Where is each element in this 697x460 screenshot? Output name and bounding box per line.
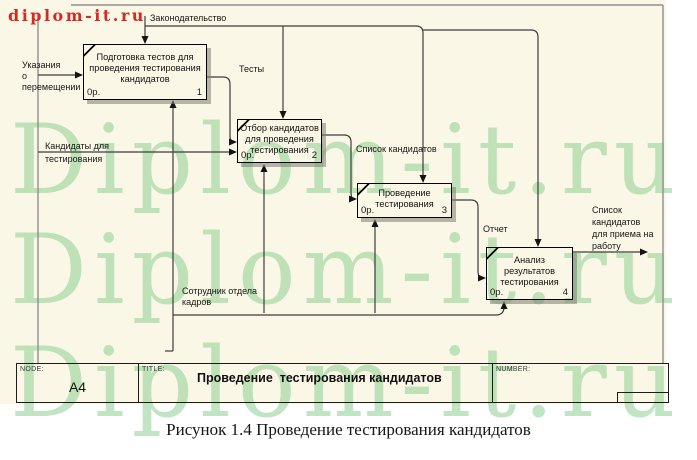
figure-caption: Рисунок 1.4 Проведение тестирования канд… <box>166 420 531 439</box>
output-label: Список кандидатов для приема на работу <box>592 205 654 251</box>
fold-corner-icon <box>486 247 499 260</box>
title-field-label: TITLE: <box>142 366 165 373</box>
activity-number: 3 <box>441 205 447 216</box>
node-title-bar: NODE: A4 TITLE: Проведение тестирования … <box>16 363 669 403</box>
control-trunk-line <box>145 25 424 179</box>
activity-label: Анализ результатов тестирования <box>500 255 559 287</box>
activity-box-3: Проведение тестирования 0р. 3 <box>357 183 452 218</box>
mechanism-label: Сотрудник отдела кадров <box>182 286 258 307</box>
activity-cost: 0р. <box>361 205 375 216</box>
node-cell: NODE: A4 <box>17 364 139 402</box>
flow-testy-label: Тесты <box>239 64 265 74</box>
flow-spisok-line <box>322 134 355 200</box>
title-cell: TITLE: Проведение тестирования кандидато… <box>139 364 493 402</box>
fold-corner-icon <box>83 44 96 57</box>
activity-box-2: Отбор кандидатов для проведения тестиров… <box>237 119 322 163</box>
number-cell: NUMBER: <box>493 364 669 403</box>
activity-label: Отбор кандидатов для проведения тестиров… <box>240 123 319 155</box>
sheet-border <box>37 4 664 363</box>
activity-cost: 0р. <box>87 87 101 98</box>
flow-otchet-label: Отчет <box>483 224 508 234</box>
activity-number: 2 <box>311 150 317 161</box>
fold-corner-icon <box>357 183 370 196</box>
arrow-heads <box>75 36 648 309</box>
site-watermark: diplom-it.ru <box>8 6 146 25</box>
flow-otchet-line <box>452 199 483 279</box>
number-box <box>617 392 669 403</box>
activity-label: Проведение тестирования <box>375 188 434 209</box>
input-ukazaniya-label: Указания о перемещении <box>22 60 81 92</box>
activity-cost: 0р. <box>490 287 504 298</box>
number-field-label: NUMBER: <box>496 366 531 373</box>
control-label: Законодательство <box>150 13 227 23</box>
activity-number: 1 <box>196 87 202 98</box>
flow-testy-line <box>207 76 234 143</box>
diagram-sheet <box>0 0 666 404</box>
control-branch-box4 <box>423 29 539 243</box>
input-kandidaty-label: Кандидаты для тестирования <box>45 141 110 164</box>
node-field-label: NODE: <box>20 366 44 373</box>
activity-box-4: Анализ результатов тестирования 0р. 4 <box>486 247 573 300</box>
diagram-title: Проведение тестирования кандидатов <box>197 371 442 385</box>
activity-box-1: Подготовка тестов для проведения тестиро… <box>83 44 207 100</box>
flow-spisok-label: Список кандидатов <box>356 144 437 154</box>
node-value: A4 <box>68 379 87 395</box>
activity-cost: 0р. <box>241 150 255 161</box>
fold-corner-icon <box>237 119 250 132</box>
activity-label: Подготовка тестов для проведения тестиро… <box>89 52 201 84</box>
activity-number: 4 <box>562 287 568 298</box>
